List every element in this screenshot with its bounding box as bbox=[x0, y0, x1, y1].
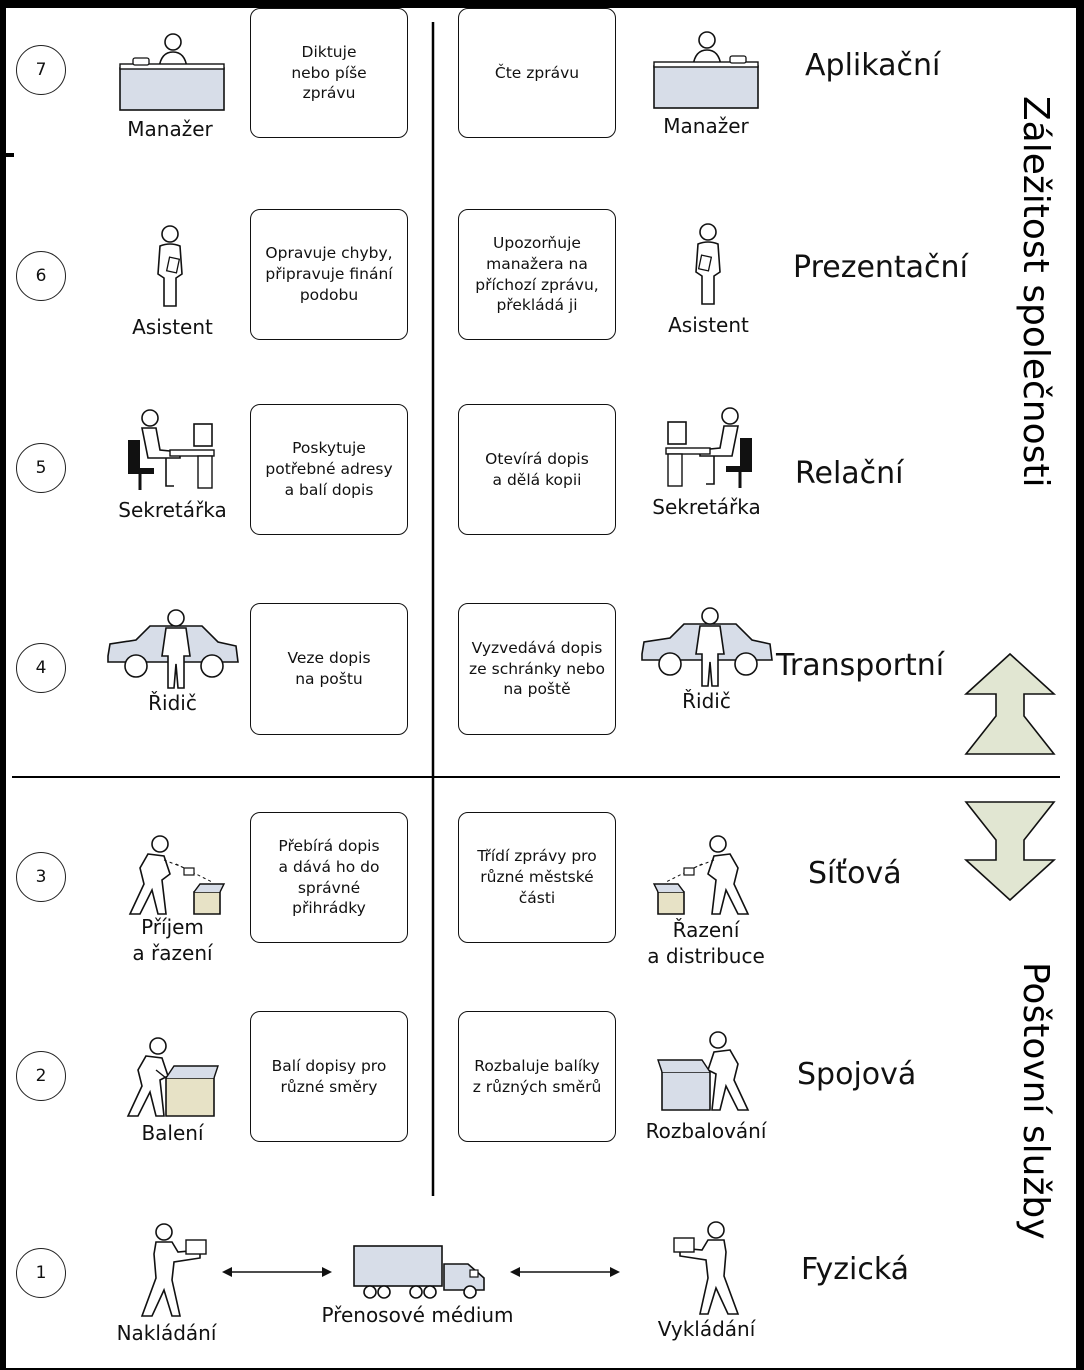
secretary-computer-icon-right bbox=[665, 407, 752, 488]
layer-name-1: Fyzická bbox=[801, 1252, 910, 1287]
role-label-right-1: Vykládání bbox=[657, 1317, 756, 1341]
layer-name-3: Síťová bbox=[808, 856, 902, 891]
packing-worker-icon bbox=[126, 1037, 219, 1117]
action-box-left-2: Balí dopisy pro různé směry bbox=[250, 1011, 408, 1142]
layer-name-7: Aplikační bbox=[805, 48, 941, 83]
layer-name-6: Prezentační bbox=[793, 250, 968, 285]
role-label-right-7: Manažer bbox=[663, 114, 749, 138]
manager-desk-icon-right bbox=[653, 31, 759, 109]
down-arrow-shape bbox=[963, 801, 1057, 902]
role-label-left-4: Řidič bbox=[148, 691, 197, 715]
driver-car-icon bbox=[107, 609, 239, 689]
assistant-icon bbox=[157, 225, 183, 307]
layer-number-3: 3 bbox=[16, 852, 66, 902]
manager-desk-icon bbox=[119, 33, 225, 111]
driver-car-icon-right bbox=[641, 607, 773, 687]
role-label-right-6: Asistent bbox=[668, 313, 749, 337]
layer-name-2: Spojová bbox=[797, 1057, 917, 1092]
layer-number-2: 2 bbox=[16, 1051, 66, 1101]
layer-number-4: 4 bbox=[16, 643, 66, 693]
action-box-right-3: Třídí zprávy pro různé městské části bbox=[458, 812, 616, 943]
layer-number-1: 1 bbox=[16, 1248, 66, 1298]
role-label-right-5: Sekretářka bbox=[652, 495, 761, 519]
role-label-left-1: Nakládání bbox=[116, 1321, 217, 1345]
action-box-right-4: Vyzvedává dopis ze schránky nebo na pošt… bbox=[458, 603, 616, 735]
role-label-left-2: Balení bbox=[141, 1121, 204, 1145]
truck-icon bbox=[353, 1245, 485, 1299]
layer-name-5: Relační bbox=[795, 456, 904, 491]
action-box-left-4: Veze dopis na poštu bbox=[250, 603, 408, 735]
action-box-right-2: Rozbaluje balíky z různých směrů bbox=[458, 1011, 616, 1142]
action-box-right-5: Otevírá dopis a dělá kopii bbox=[458, 404, 616, 535]
action-box-right-6: Upozorňuje manažera na příchozí zprávu, … bbox=[458, 209, 616, 340]
layer-number-5: 5 bbox=[16, 443, 66, 493]
role-label-right-2: Rozbalování bbox=[645, 1119, 767, 1143]
role-label-left-5: Sekretářka bbox=[118, 498, 227, 522]
layer-name-4: Transportní bbox=[776, 648, 945, 683]
sorting-worker-icon bbox=[128, 835, 226, 915]
unloading-worker-icon bbox=[673, 1221, 740, 1315]
role-label-left-7: Manažer bbox=[127, 117, 213, 141]
group-label-lower: Poštovní služby bbox=[1015, 962, 1056, 1240]
role-label-left-3: Příjem a řazení bbox=[132, 915, 213, 965]
layer-number-6: 6 bbox=[16, 251, 66, 301]
action-box-left-3: Přebírá dopis a dává ho do správné přihr… bbox=[250, 812, 408, 943]
role-label-right-4: Řidič bbox=[682, 689, 731, 713]
role-label-left-6: Asistent bbox=[132, 315, 213, 339]
loading-worker-icon bbox=[140, 1223, 207, 1317]
secretary-computer-icon bbox=[128, 409, 215, 490]
action-box-right-7: Čte zprávu bbox=[458, 8, 616, 138]
assistant-icon-right bbox=[695, 223, 721, 305]
action-box-left-7: Diktuje nebo píše zprávu bbox=[250, 8, 408, 138]
layer-number-7: 7 bbox=[16, 45, 66, 95]
action-box-left-5: Poskytuje potřebné adresy a balí dopis bbox=[250, 404, 408, 535]
sorting-worker-icon-right bbox=[652, 835, 750, 915]
up-arrow-shape bbox=[963, 652, 1057, 755]
role-label-right-3: Řazení a distribuce bbox=[647, 918, 765, 968]
unpacking-worker-icon bbox=[657, 1031, 750, 1111]
bidirectional-arrow-left bbox=[222, 1267, 332, 1277]
role-label-center-1: Přenosové médium bbox=[321, 1303, 514, 1327]
bidirectional-arrow-right bbox=[510, 1267, 620, 1277]
group-label-upper: Záležitost společnosti bbox=[1015, 96, 1056, 488]
action-box-left-6: Opravuje chyby, připravuje finání podobu bbox=[250, 209, 408, 340]
